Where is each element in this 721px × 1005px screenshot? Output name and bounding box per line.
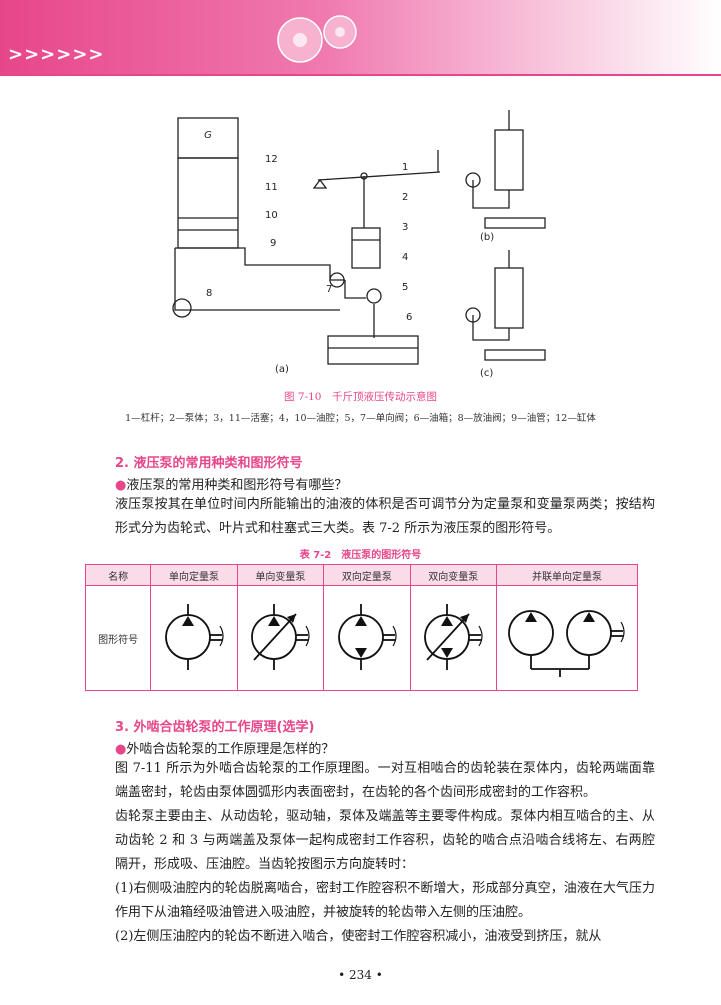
label-G: G: [204, 130, 212, 141]
hydraulic-jack-diagram: G 12 11 10 9 1 2 3 4 8 7 5 6 (a) (b) (c): [172, 110, 546, 379]
label-5: 5: [402, 282, 408, 293]
page-number: • 234 •: [338, 968, 383, 982]
label-6: 6: [406, 312, 412, 323]
label-4: 4: [402, 252, 408, 263]
section3-question-text: 外啮合齿轮泵的工作原理是怎样的？: [126, 742, 335, 757]
section3-heading: 3. 外啮合齿轮泵的工作原理(选学): [115, 720, 315, 735]
table-header-cell: 单向定量泵: [150, 564, 238, 586]
header-band: >>>>>>: [0, 0, 721, 74]
table-header-cell: 双向变量泵: [409, 564, 498, 586]
fixed-bidirectional-pump-icon: [337, 603, 397, 670]
section2-question: ●液压泵的常用种类和图形符号有哪些？: [115, 474, 347, 493]
table-caption: 表 7-2 液压泵的图形符号: [299, 550, 422, 561]
section3-paragraph-2: 齿轮泵主要由主、从动齿轮，驱动轴，泵体及端盖等主要零件构成。泵体内相互啮合的主、…: [115, 809, 655, 872]
table-header-cell: 单向变量泵: [236, 564, 325, 586]
symbol-cell: [236, 585, 325, 691]
table-header-cell: 名称: [84, 564, 152, 586]
label-12: 12: [265, 154, 278, 165]
section2-heading: 2. 液压泵的常用种类和图形符号: [115, 456, 303, 471]
bullet-icon: ●: [115, 742, 127, 757]
label-c: (c): [480, 368, 493, 379]
fixed-unidirectional-pump-icon: [165, 603, 224, 670]
section3-paragraph-3: (1)右侧吸油腔内的轮齿脱离啮合，密封工作腔容积不断增大，形成部分真空，油液在大…: [115, 881, 655, 920]
variable-bidirectional-pump-icon: [424, 603, 483, 670]
symbol-cell: [323, 585, 411, 691]
pump-symbol-table: 名称 单向定量泵 单向变量泵 双向定量泵 双向变量泵 并联单向定量泵 图形符号: [84, 564, 638, 691]
label-8: 8: [206, 288, 212, 299]
label-10: 10: [265, 210, 278, 221]
table-header-row: 名称 单向定量泵 单向变量泵 双向定量泵 双向变量泵 并联单向定量泵: [84, 564, 638, 586]
label-2: 2: [402, 192, 408, 203]
table-symbol-row: 图形符号: [84, 585, 638, 691]
section2-paragraph: 液压泵按其在单位时间内所能输出的油液的体积是否可调节分为定量泵和变量泵两类；按结…: [115, 497, 655, 536]
label-1: 1: [402, 162, 408, 173]
label-b: (b): [480, 232, 494, 243]
section2-question-text: 液压泵的常用种类和图形符号有哪些？: [126, 478, 348, 493]
parallel-fixed-pumps-icon: [508, 609, 625, 677]
row-label: 图形符号: [84, 585, 152, 691]
table-header-cell: 双向定量泵: [323, 564, 411, 586]
section3-paragraph-1: 图 7-11 所示为外啮合齿轮泵的工作原理图。一对互相啮合的齿轮装在泵体内，齿轮…: [115, 761, 655, 800]
label-9: 9: [270, 238, 276, 249]
variable-unidirectional-pump-icon: [251, 603, 311, 670]
bullet-icon: ●: [115, 478, 127, 493]
chevron-decoration: >>>>>>: [8, 44, 105, 65]
label-7: 7: [326, 284, 332, 295]
figure-caption: 图 7-10 千斤顶液压传动示意图: [284, 391, 437, 403]
label-a: (a): [275, 364, 289, 375]
section3-paragraph-4: (2)左侧压油腔内的轮齿不断进入啮合，使密封工作腔容积减小，油液受到挤压，就从: [115, 929, 602, 944]
symbol-cell: [409, 585, 498, 691]
symbol-cell: [496, 585, 638, 691]
gears-icon: [277, 15, 357, 63]
section3-question: ●外啮合齿轮泵的工作原理是怎样的？: [115, 738, 334, 757]
table-header-cell: 并联单向定量泵: [496, 564, 638, 586]
label-3: 3: [402, 222, 408, 233]
header-divider: [0, 74, 721, 76]
figure-legend: 1—杠杆；2—泵体；3，11—活塞；4，10—油腔；5，7—单向阀；6—油箱；8…: [125, 413, 596, 424]
label-11: 11: [265, 182, 278, 193]
symbol-cell: [150, 585, 238, 691]
